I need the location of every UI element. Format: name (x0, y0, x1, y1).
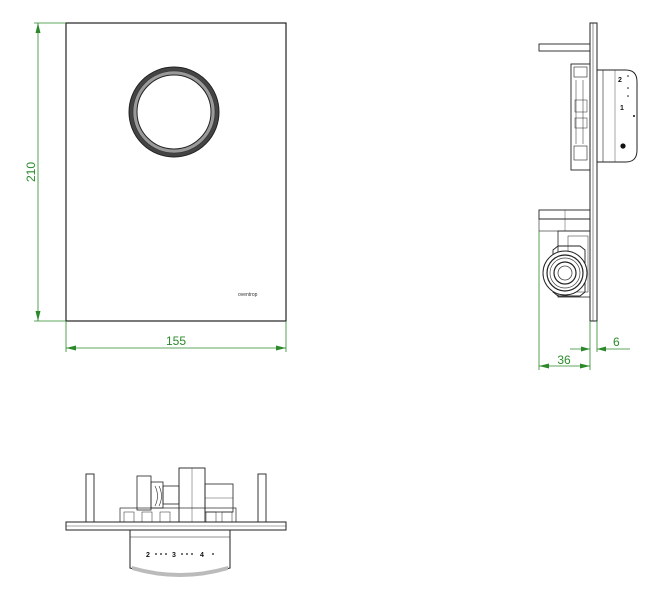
depth-label: 36 (557, 353, 571, 367)
bottom-fitting-body (136, 475, 152, 511)
side-plate (589, 22, 598, 322)
right-rod (257, 473, 267, 523)
front-view: oventrop (65, 22, 287, 322)
height-dimension: 210 (24, 22, 66, 322)
plate-thickness-label: 6 (613, 335, 620, 349)
width-label: 155 (166, 334, 186, 348)
bottom-knob-scale-2: 2 (146, 552, 150, 559)
valve-fitting-inner (557, 265, 573, 281)
width-dimension: 155 (65, 321, 287, 352)
plate-thickness-dimension: 6 (570, 321, 630, 352)
knob-face (136, 74, 212, 150)
mounting-block (570, 63, 591, 171)
valve-nut (552, 245, 586, 297)
lower-rod (538, 209, 591, 220)
bottom-view: 2 3 4 (65, 467, 287, 577)
brand-mark: oventrop (238, 292, 258, 298)
cover-plate-outline (65, 22, 287, 322)
side-knob-scale-1: 1 (620, 105, 624, 112)
bottom-knob-scale-4: 4 (200, 552, 204, 559)
side-view: 2 1 (538, 22, 638, 322)
bottom-knob-scale-3: 3 (172, 552, 176, 559)
top-rod (538, 43, 591, 52)
height-label: 210 (24, 162, 38, 182)
side-knob (596, 69, 638, 163)
side-knob-scale-2: 2 (618, 77, 622, 84)
left-rod (85, 473, 95, 523)
side-knob-dot (620, 143, 626, 149)
bottom-bracket (119, 507, 237, 523)
depth-dimension: 36 (538, 231, 591, 370)
